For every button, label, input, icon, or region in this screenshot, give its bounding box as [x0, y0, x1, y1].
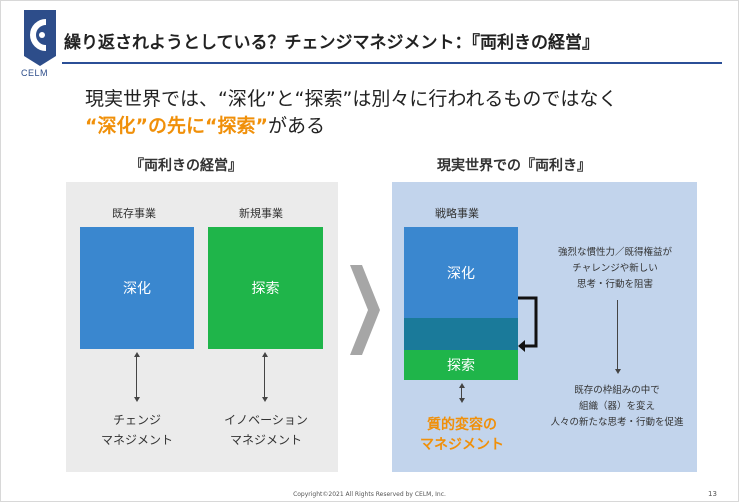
exploration-box: 探索 [208, 227, 323, 349]
arrow-up-icon [459, 383, 465, 388]
note-line: 既存の枠組みの中で [574, 385, 660, 396]
exploration-box-label: 探索 [251, 281, 280, 297]
note-line: 組織（器）を変え [578, 401, 655, 412]
orange-label-line: マネジメント [420, 437, 504, 453]
deepening-box-label: 深化 [123, 281, 151, 297]
chevron-right-icon [350, 265, 380, 355]
note-line: 人々の新たな思考・行動を促進 [550, 417, 684, 428]
right-deepening-box: 深化 [404, 227, 518, 318]
right-panel-title: 現実世界での『両利き』 [437, 158, 591, 174]
right-exploration-box-label: 探索 [447, 358, 475, 374]
logo-text: CELM [21, 68, 49, 78]
bottom-label-line: チェンジ [112, 413, 161, 427]
arrow-up-icon [134, 352, 140, 357]
note-line: 思考・行動を阻害 [576, 279, 653, 290]
orange-label-line: 質的変容の [427, 417, 497, 433]
left-col-label-existing: 既存事業 [112, 207, 156, 220]
arrow-down-icon [459, 398, 465, 403]
deepening-box: 深化 [80, 227, 194, 349]
lead-line-1: 現実世界では、“深化”と“探索”は別々に行われるものではなく [85, 88, 618, 110]
arrow-down-icon [134, 397, 140, 402]
arrow-up-icon [262, 352, 268, 357]
page-number: 13 [708, 490, 717, 498]
lead-line-2: “深化”の先に“探索”がある [85, 111, 325, 138]
qualitative-transformation-label: 質的変容の マネジメント [410, 415, 514, 455]
bottom-label-line: マネジメント [100, 433, 173, 447]
celm-logo-icon [24, 10, 56, 66]
bottom-label-line: イノベーション [224, 413, 308, 427]
framework-note: 既存の枠組みの中で 組織（器）を変え 人々の新たな思考・行動を促進 [532, 383, 702, 431]
arrow-down-icon [262, 397, 268, 402]
lead-rest: がある [267, 115, 325, 137]
right-exploration-box: 探索 [404, 350, 518, 380]
connector-line [461, 387, 462, 399]
right-deepening-box-label: 深化 [447, 265, 475, 282]
note-line: 強烈な慣性力／既得権益が [557, 247, 672, 258]
copyright: Copyright©2021 All Rights Reserved by CE… [293, 491, 446, 498]
connector-line [264, 356, 265, 398]
left-col-label-new: 新規事業 [239, 207, 283, 220]
connector-line [617, 300, 618, 370]
transition-band [404, 318, 518, 350]
inertia-note: 強烈な慣性力／既得権益が チャレンジや新しい 思考・行動を阻害 [545, 245, 685, 293]
strategic-business-label: 戦略事業 [435, 207, 479, 220]
title-underline [62, 62, 722, 64]
bottom-label-line: マネジメント [229, 433, 302, 447]
left-panel-title: 『両利きの経営』 [130, 158, 242, 174]
innovation-management-label: イノベーション マネジメント [214, 410, 318, 450]
page-title: 繰り返されようとしている？チェンジマネジメント：『両利きの経営』 [64, 33, 599, 53]
lead-emphasis: “深化”の先に“探索” [85, 115, 268, 137]
note-line: チャレンジや新しい [572, 263, 658, 274]
connector-line [136, 356, 137, 398]
change-management-label: チェンジ マネジメント [92, 410, 182, 450]
arrow-down-icon [615, 369, 621, 374]
loop-arrow-icon [518, 296, 538, 352]
